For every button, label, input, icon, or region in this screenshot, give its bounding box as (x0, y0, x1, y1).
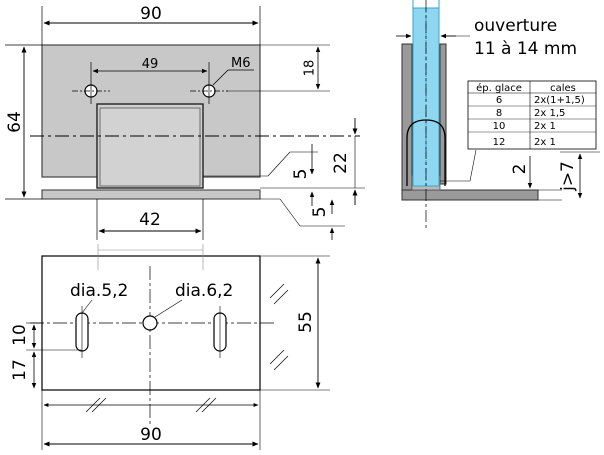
front-width-label: 90 (140, 4, 162, 24)
opening-range: 11 à 14 mm (474, 39, 577, 59)
clamp-width-label: 42 (139, 210, 161, 230)
hole-spacing-label: 49 (142, 57, 159, 72)
table-cell: 2x 1,5 (534, 108, 565, 119)
table-cell: 2x 1 (534, 121, 556, 132)
table-cell: 2x(1+1,5) (534, 95, 585, 106)
bottom-width-label: 90 (140, 425, 162, 445)
thread-label: M6 (231, 56, 251, 71)
table-header-thickness: ép. glace (476, 82, 522, 94)
clamp-height-label: 22 (331, 152, 351, 174)
hole-left-label: dia.5,2 (70, 281, 128, 301)
opening-title: ouverture (474, 16, 557, 36)
bottom-height-label: 55 (296, 311, 316, 333)
front-view: 90 49 M6 18 64 42 22 5 (5, 4, 365, 240)
side-foot (401, 189, 539, 201)
table-cell: 10 (493, 121, 506, 132)
table-cell: 2x 1 (534, 137, 556, 148)
table-header-shims: cales (550, 83, 576, 94)
center-hole (142, 315, 158, 331)
shim-table: ép. glace cales 6 2x(1+1,5) 8 2x 1,5 10 … (467, 80, 597, 150)
offset-lower-label: 17 (10, 359, 30, 381)
base-plate (41, 189, 261, 200)
front-height-label: 64 (5, 111, 25, 133)
side-body-right (439, 43, 447, 185)
side-view: ouverture 11 à 14 mm ép. glace cales 6 2… (396, 0, 600, 230)
clamp-inner (99, 107, 201, 187)
top-offset-label: 18 (303, 60, 318, 77)
offset-upper-label: 10 (10, 324, 30, 346)
gap-lower-label: 5 (310, 207, 330, 218)
bottom-view: dia.5,2 dia.6,2 55 10 17 90 (10, 244, 330, 450)
gap-upper-label: 5 (291, 169, 311, 180)
table-cell: 8 (496, 108, 502, 119)
table-cell: 6 (496, 95, 502, 106)
bottom-thickness-label: 2 (510, 164, 530, 175)
table-cell: 12 (493, 137, 506, 148)
hole-right-label: dia.6,2 (175, 281, 233, 301)
clearance-label: j>7 (558, 161, 578, 192)
